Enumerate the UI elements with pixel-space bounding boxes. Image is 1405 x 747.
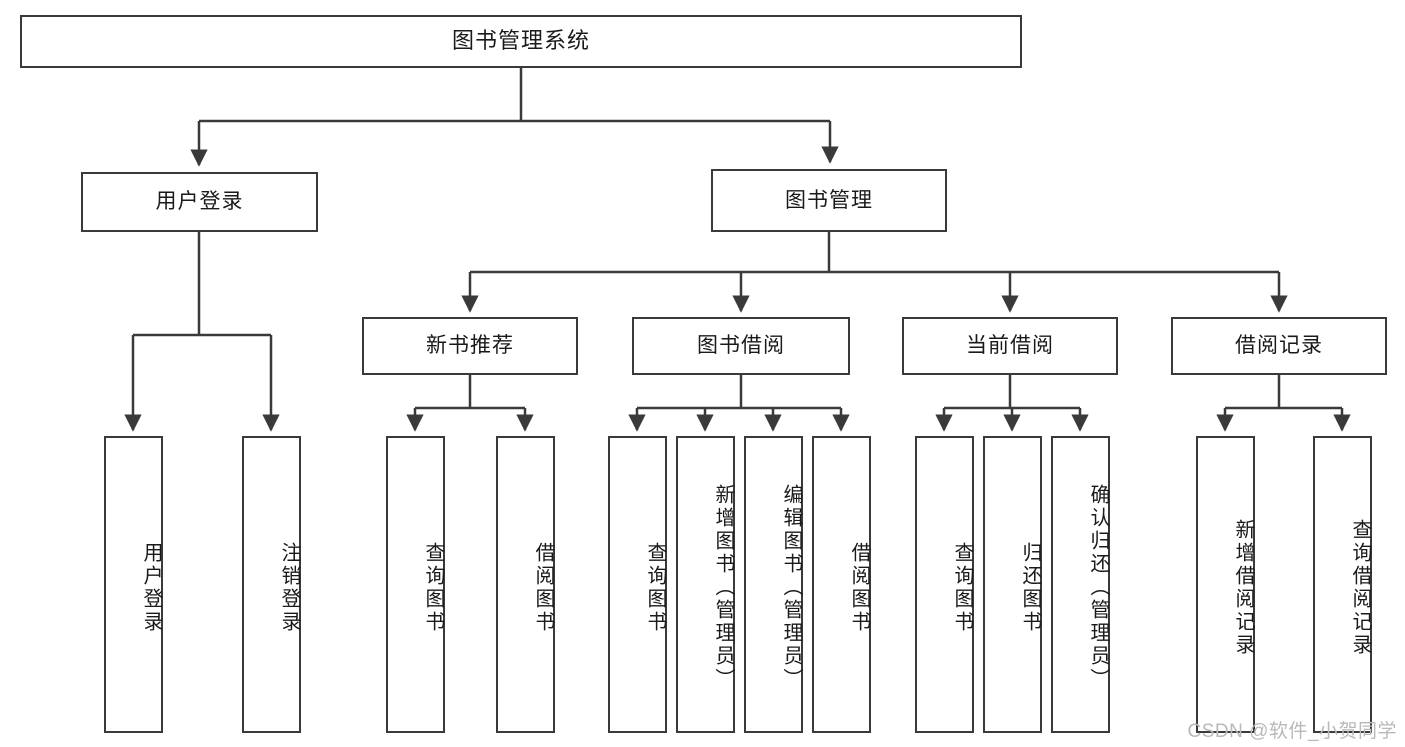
- node-label: 编辑图书（管理员）: [780, 484, 802, 691]
- node-label: 图书管理: [785, 188, 873, 212]
- node-label: 注销登录: [278, 541, 300, 634]
- leaf-new-book-query-book[interactable]: 查询图书: [386, 436, 445, 733]
- node-label: 当前借阅: [966, 334, 1054, 358]
- leaf-borrow-record-query-record[interactable]: 查询借阅记录: [1313, 436, 1372, 733]
- node-label: 新书推荐: [426, 334, 514, 358]
- node-label: 用户登录: [155, 190, 244, 214]
- node-label: 用户登录: [140, 541, 162, 634]
- node-label: 查询借阅记录: [1349, 518, 1371, 657]
- node-label: 确认归还（管理员）: [1087, 484, 1109, 691]
- node-user-login[interactable]: 用户登录: [81, 172, 318, 232]
- node-label: 图书借阅: [697, 334, 785, 358]
- node-label: 新增图书（管理员）: [712, 484, 734, 691]
- node-book-borrow[interactable]: 图书借阅: [632, 317, 850, 375]
- leaf-book-borrow-borrow-book[interactable]: 借阅图书: [812, 436, 871, 733]
- node-label: 查询图书: [644, 541, 666, 634]
- leaf-borrow-record-add-record[interactable]: 新增借阅记录: [1196, 436, 1255, 733]
- node-label: 借阅图书: [848, 541, 870, 634]
- leaf-user-login-login[interactable]: 用户登录: [104, 436, 163, 733]
- leaf-current-borrow-confirm-return-admin[interactable]: 确认归还（管理员）: [1051, 436, 1110, 733]
- node-borrow-record[interactable]: 借阅记录: [1171, 317, 1387, 375]
- leaf-book-borrow-edit-book-admin[interactable]: 编辑图书（管理员）: [744, 436, 803, 733]
- node-label: 借阅图书: [532, 541, 554, 634]
- node-current-borrow[interactable]: 当前借阅: [902, 317, 1118, 375]
- node-label: 查询图书: [951, 541, 973, 634]
- watermark-text: CSDN @软件_小贺同学: [1187, 721, 1397, 742]
- leaf-new-book-borrow-book[interactable]: 借阅图书: [496, 436, 555, 733]
- node-book-management[interactable]: 图书管理: [711, 169, 947, 232]
- node-label: 新增借阅记录: [1232, 518, 1254, 657]
- node-root-book-management-system[interactable]: 图书管理系统: [20, 15, 1022, 68]
- node-label: 查询图书: [422, 541, 444, 634]
- node-label: 图书管理系统: [451, 28, 590, 54]
- leaf-current-borrow-query-book[interactable]: 查询图书: [915, 436, 974, 733]
- leaf-book-borrow-add-book-admin[interactable]: 新增图书（管理员）: [676, 436, 735, 733]
- leaf-current-borrow-return-book[interactable]: 归还图书: [983, 436, 1042, 733]
- node-label: 归还图书: [1019, 541, 1041, 634]
- node-new-book-recommend[interactable]: 新书推荐: [362, 317, 578, 375]
- leaf-book-borrow-query-book[interactable]: 查询图书: [608, 436, 667, 733]
- node-label: 借阅记录: [1235, 334, 1323, 358]
- leaf-user-login-logout[interactable]: 注销登录: [242, 436, 301, 733]
